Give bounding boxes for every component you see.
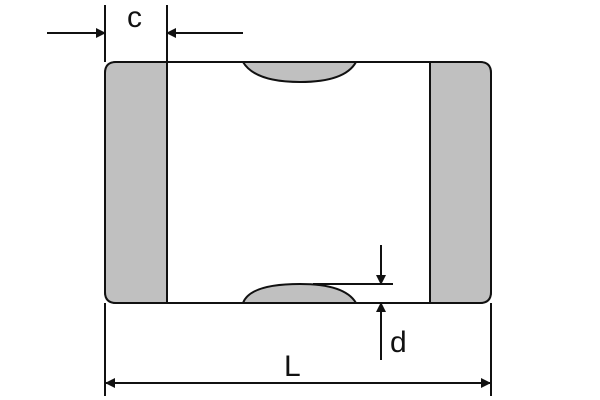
d-label: d (390, 326, 407, 359)
c-label: c (127, 1, 142, 34)
bottom-bump (241, 282, 358, 304)
l-dimension (104, 303, 492, 396)
top-bump (241, 61, 358, 84)
c-dimension (47, 5, 243, 62)
right-electrode (429, 61, 492, 304)
d-dimension (313, 245, 393, 360)
left-electrode (104, 61, 168, 304)
l-label: L (284, 350, 301, 383)
